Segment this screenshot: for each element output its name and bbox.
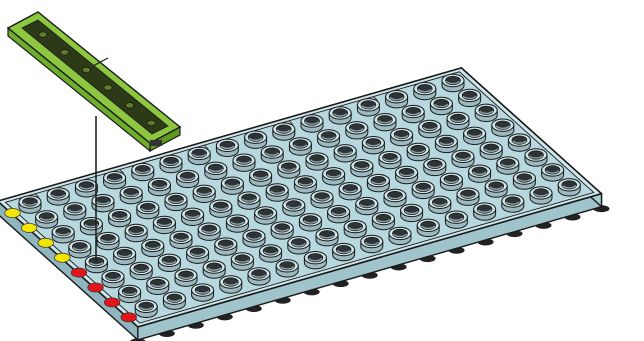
brick-pin — [82, 67, 90, 73]
brick-pin — [147, 120, 155, 126]
brick-pin — [39, 32, 47, 38]
red-marker — [121, 313, 137, 322]
brick-pin — [104, 85, 112, 91]
baseplate — [0, 68, 609, 341]
brick-foot — [150, 140, 162, 146]
yellow-marker — [21, 223, 37, 232]
yellow-marker — [38, 238, 54, 247]
red-marker — [104, 298, 120, 307]
yellow-marker — [55, 253, 71, 262]
brick-pin — [60, 49, 68, 55]
red-marker — [71, 268, 87, 277]
brick-pin — [125, 102, 133, 108]
red-marker — [88, 283, 104, 292]
yellow-marker — [5, 208, 21, 217]
